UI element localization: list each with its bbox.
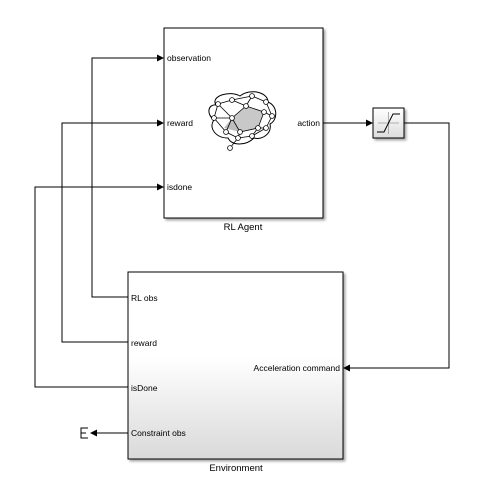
agent-input-reward: reward	[167, 118, 193, 128]
agent-input-observation: observation	[167, 53, 211, 63]
signal-line-action[interactable]	[323, 119, 373, 127]
terminator-icon[interactable]	[80, 427, 88, 439]
signal-line-constraint-obs[interactable]	[90, 429, 128, 437]
env-output-constraint-obs: Constraint obs	[131, 428, 186, 438]
environment-block[interactable]: RL obs reward isDone Constraint obs Acce…	[127, 271, 344, 460]
signal-line-acceleration-command[interactable]	[343, 122, 450, 372]
signal-line-isdone[interactable]	[34, 183, 164, 388]
signal-line-reward[interactable]	[61, 119, 164, 343]
env-output-rl-obs: RL obs	[131, 293, 158, 303]
rl-agent-title: RL Agent	[224, 222, 263, 233]
env-output-reward: reward	[131, 338, 157, 348]
environment-title: Environment	[209, 463, 263, 474]
env-output-isdone: isDone	[131, 383, 158, 393]
agent-output-action: action	[297, 118, 320, 128]
saturation-block[interactable]	[372, 107, 405, 139]
rl-agent-block[interactable]: observation reward isdone action	[163, 27, 324, 219]
saturation-icon	[377, 112, 400, 134]
agent-input-isdone: isdone	[167, 182, 192, 192]
env-input-acceleration-command: Acceleration command	[254, 363, 341, 373]
neural-network-icon	[208, 91, 277, 151]
signal-line-observation[interactable]	[91, 54, 164, 298]
